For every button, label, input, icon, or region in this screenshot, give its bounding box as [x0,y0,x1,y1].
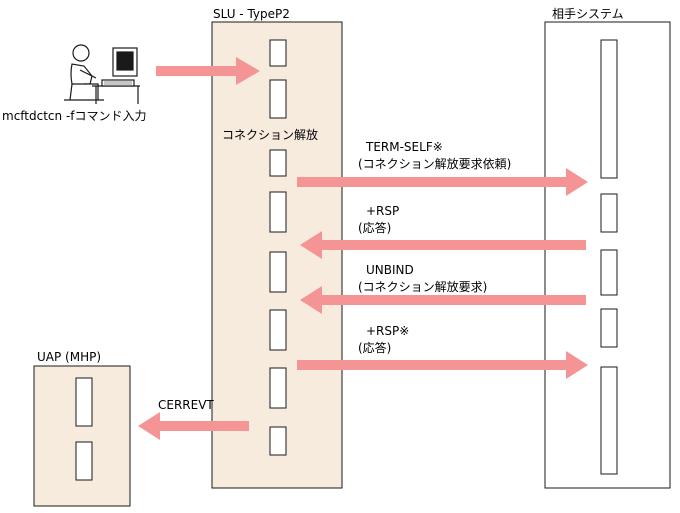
unbind-desc: (コネクション解放要求) [358,280,488,294]
term-self-desc: (コネクション解放要求依頼) [358,157,512,171]
partner-box [600,308,618,348]
uap-box [75,377,93,427]
partner-box [600,366,618,475]
rsp2-arrow [297,351,588,379]
slu-box [269,191,287,233]
rsp2-label: +RSP※ [366,324,410,338]
command-label: mcftdctcn -fコマンド入力 [2,109,147,123]
connection-release-label: コネクション解放 [222,128,319,142]
uap-activation-boxes [75,377,93,481]
slu-box [269,39,287,67]
rsp1-arrow [300,231,586,259]
rsp1-label: +RSP [366,204,400,218]
partner-activation-boxes [600,39,618,475]
term-self-arrow [297,168,588,196]
partner-box [600,193,618,233]
slu-box [269,309,287,351]
rsp2-desc: (応答) [358,341,392,355]
partner-box [600,249,618,296]
cerrevt-label: CERREVT [158,398,214,412]
operator-terminal-icon [64,44,140,104]
uap-box [75,441,93,481]
slu-box [269,426,287,456]
uap-title: UAP (MHP) [37,350,102,364]
partner-title: 相手システム [552,7,624,21]
term-self-label: TERM-SELF※ [366,140,443,154]
rsp1-desc: (応答) [358,221,392,235]
slu-title: SLU - TypeP2 [213,7,290,21]
unbind-label: UNBIND [366,263,414,277]
slu-box [269,367,287,409]
slu-box [269,79,287,119]
slu-box [269,251,287,293]
partner-box [600,39,618,179]
slu-box [269,149,287,177]
cerrevt-arrow [138,412,249,440]
command-arrow [156,57,260,85]
slu-activation-boxes [269,39,287,456]
unbind-arrow [300,286,586,314]
